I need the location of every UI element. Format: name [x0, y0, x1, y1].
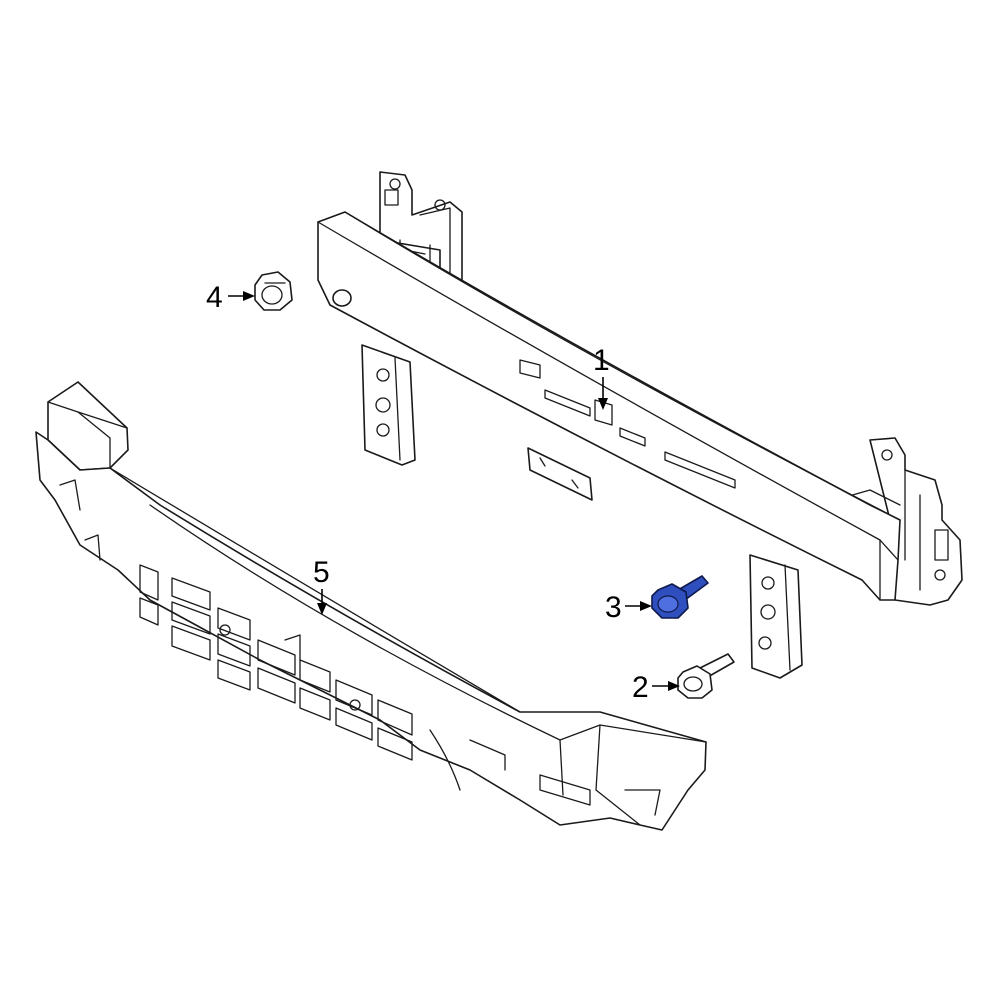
callout-3: 3 — [605, 591, 652, 624]
bolt[interactable] — [677, 653, 735, 699]
callout-label-1: 1 — [593, 344, 610, 377]
flange-nut[interactable] — [254, 271, 293, 311]
callout-2: 2 — [632, 671, 680, 704]
callout-1: 1 — [593, 344, 610, 410]
reinforcement-beam[interactable] — [317, 171, 963, 679]
callout-label-3: 3 — [605, 591, 622, 624]
callout-label-5: 5 — [313, 556, 330, 589]
callout-label-2: 2 — [632, 671, 649, 704]
callout-4: 4 — [206, 281, 255, 314]
energy-absorber[interactable] — [35, 381, 707, 831]
left-lower-bracket — [361, 344, 416, 466]
absorber-ribs — [59, 479, 661, 816]
highlighted-bolt[interactable] — [651, 575, 709, 619]
callout-label-4: 4 — [206, 281, 223, 314]
right-lower-bracket — [749, 554, 803, 679]
callout-5: 5 — [313, 556, 330, 615]
